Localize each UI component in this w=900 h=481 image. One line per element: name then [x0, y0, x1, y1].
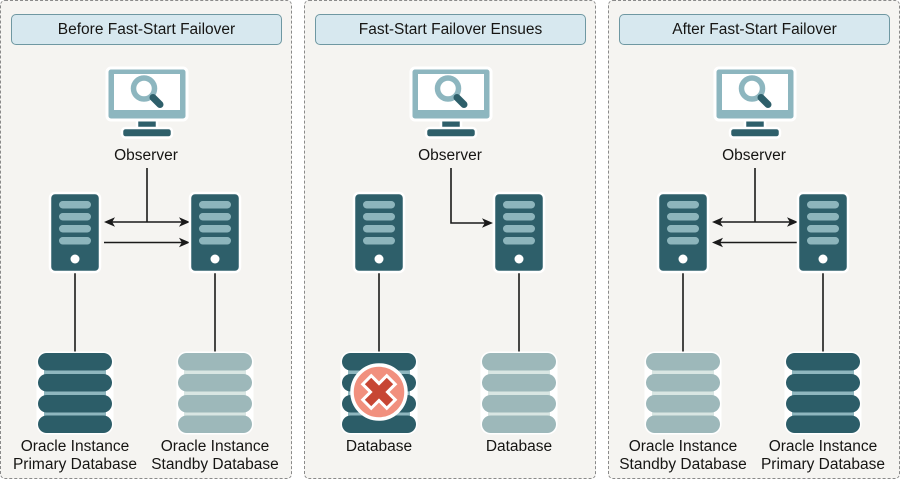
right-database-label: Database [485, 438, 553, 455]
panel-after-failover: After Fast-Start Failover Observer [608, 0, 900, 479]
left-database-label: Oracle Instance Primary Database [12, 438, 138, 473]
panel-title: Fast-Start Failover Ensues [358, 20, 543, 38]
database-icon-standby [644, 351, 722, 435]
server-icon-primary [48, 191, 102, 274]
panel-title: Before Fast-Start Failover [57, 20, 236, 38]
error-x-icon [350, 363, 408, 421]
panel-failover-ensues: Fast-Start Failover Ensues Observer [304, 0, 596, 479]
left-database-label: Database [345, 438, 413, 455]
observer-label: Observer [722, 147, 786, 164]
monitor-base [728, 126, 782, 139]
monitor-base [424, 126, 478, 139]
observer-label: Observer [114, 147, 178, 164]
observer-label: Observer [418, 147, 482, 164]
database-icon-primary [784, 351, 862, 435]
panel-title: After Fast-Start Failover [672, 20, 837, 38]
observer-monitor-icon [713, 66, 797, 139]
server-icon-primary [796, 191, 850, 274]
right-database-label: Oracle Instance Standby Database [151, 438, 279, 473]
observer-monitor-icon [105, 66, 189, 139]
server-icon-failed-primary [352, 191, 406, 274]
server-icon-standby [656, 191, 710, 274]
search-icon [130, 75, 164, 108]
panel-title-bar: After Fast-Start Failover [619, 14, 890, 45]
observer-monitor-icon [409, 66, 493, 139]
database-icon-standby [176, 351, 254, 435]
panel-title-bar: Fast-Start Failover Ensues [315, 14, 586, 45]
monitor-base [120, 126, 174, 139]
server-icon-standby [492, 191, 546, 274]
search-icon [738, 75, 772, 108]
search-icon [434, 75, 468, 108]
server-icon-standby [188, 191, 242, 274]
database-icon-standby [480, 351, 558, 435]
panel-title-bar: Before Fast-Start Failover [11, 14, 282, 45]
right-database-label: Oracle Instance Primary Database [760, 438, 886, 473]
panel-before-failover: Before Fast-Start Failover Observer [0, 0, 292, 479]
left-database-label: Oracle Instance Standby Database [619, 438, 747, 473]
database-icon-primary [36, 351, 114, 435]
